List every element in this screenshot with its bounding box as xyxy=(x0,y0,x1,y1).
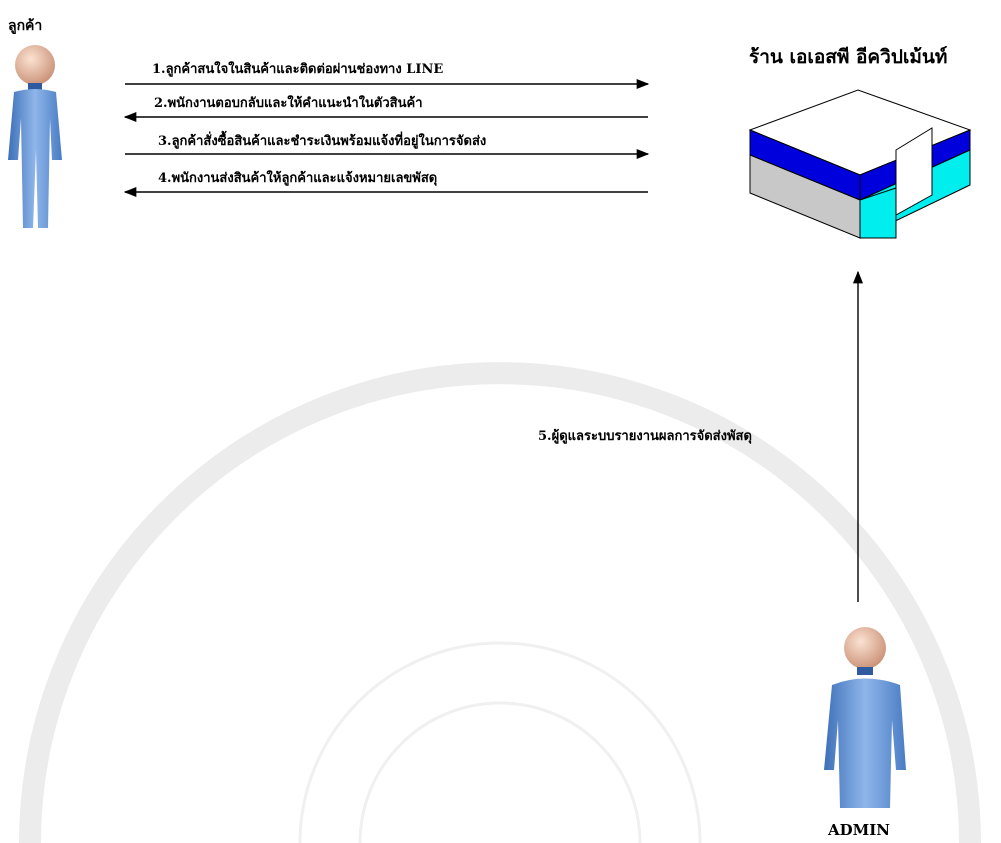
message-4-label: 4.พนักงานส่งสินค้าให้ลูกค้าและแจ้งหมายเล… xyxy=(158,171,438,186)
admin-person-icon xyxy=(824,627,906,808)
message-5-label: 5.ผู้ดูแลระบบรายงานผลการจัดส่งพัสดุ xyxy=(538,429,752,444)
admin-label: ADMIN xyxy=(828,821,890,839)
message-1-label: 1.ลูกค้าสนใจในสินค้าและติดต่อผ่านช่องทาง… xyxy=(152,62,444,77)
customer-label: ลูกค้า xyxy=(8,18,43,34)
message-2-label: 2.พนักงานตอบกลับและให้คำแนะนำในตัวสินค้า xyxy=(154,96,423,111)
message-3-label: 3.ลูกค้าสั่งซื้อสินค้าและชำระเงินพร้อมแจ… xyxy=(158,134,487,149)
store-building-icon xyxy=(748,89,972,239)
customer-person-icon xyxy=(8,45,62,228)
store-title: ร้าน เอเอสพี อีควิปเม้นท์ xyxy=(749,46,948,68)
